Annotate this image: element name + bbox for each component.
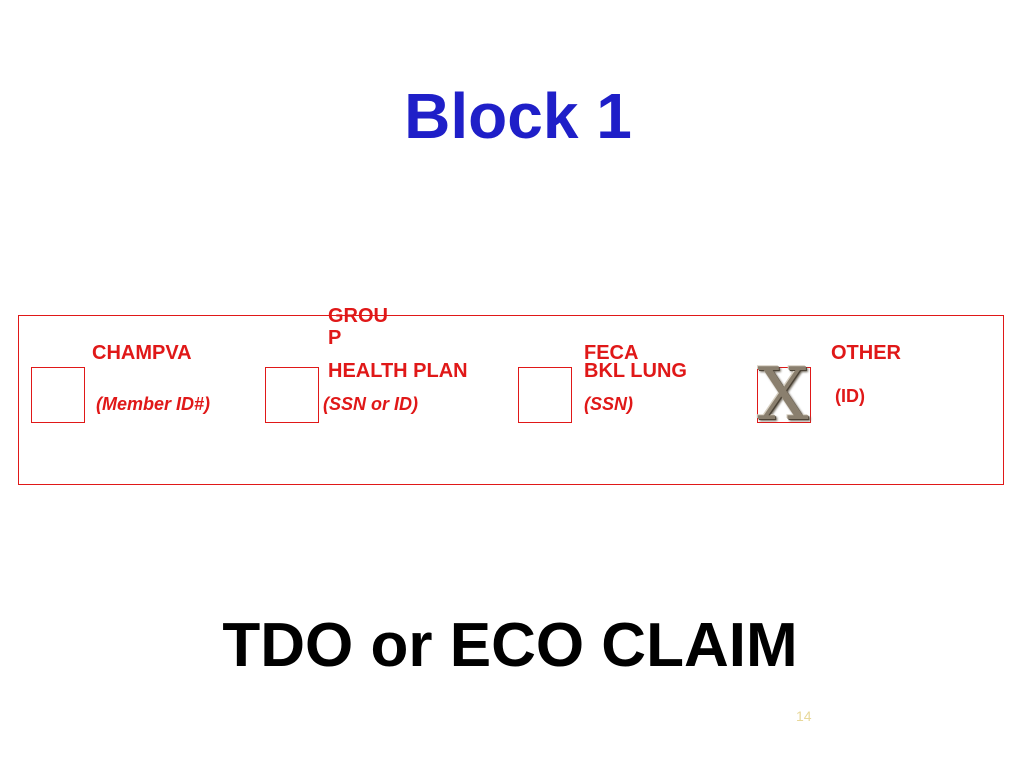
block-1-form-box [18, 315, 1004, 485]
champva-sub-label: (Member ID#) [96, 394, 211, 414]
feca-checkbox[interactable] [518, 367, 572, 423]
group-label-line-3: HEALTH PLAN [328, 360, 468, 382]
other-checkbox[interactable] [757, 367, 811, 423]
other-checked-x-mark: X [757, 352, 809, 436]
claim-type-heading: TDO or ECO CLAIM [222, 611, 798, 680]
page-number: 14 [796, 708, 812, 724]
slide-title: Block 1 [404, 80, 632, 152]
feca-label-line-1: FECA [584, 342, 639, 364]
group-health-plan-checkbox[interactable] [265, 367, 319, 423]
group-sub-label: (SSN or ID) [323, 394, 419, 414]
group-label-line-1: GROU [328, 305, 388, 327]
group-label-line-2: P [328, 327, 342, 349]
champva-checkbox[interactable] [31, 367, 85, 423]
other-label: OTHER [831, 342, 901, 364]
feca-label-line-2: BKL LUNG [584, 360, 687, 382]
other-sub-label: (ID) [835, 386, 865, 406]
champva-label: CHAMPVA [92, 342, 192, 364]
feca-sub-label: (SSN) [584, 394, 633, 414]
